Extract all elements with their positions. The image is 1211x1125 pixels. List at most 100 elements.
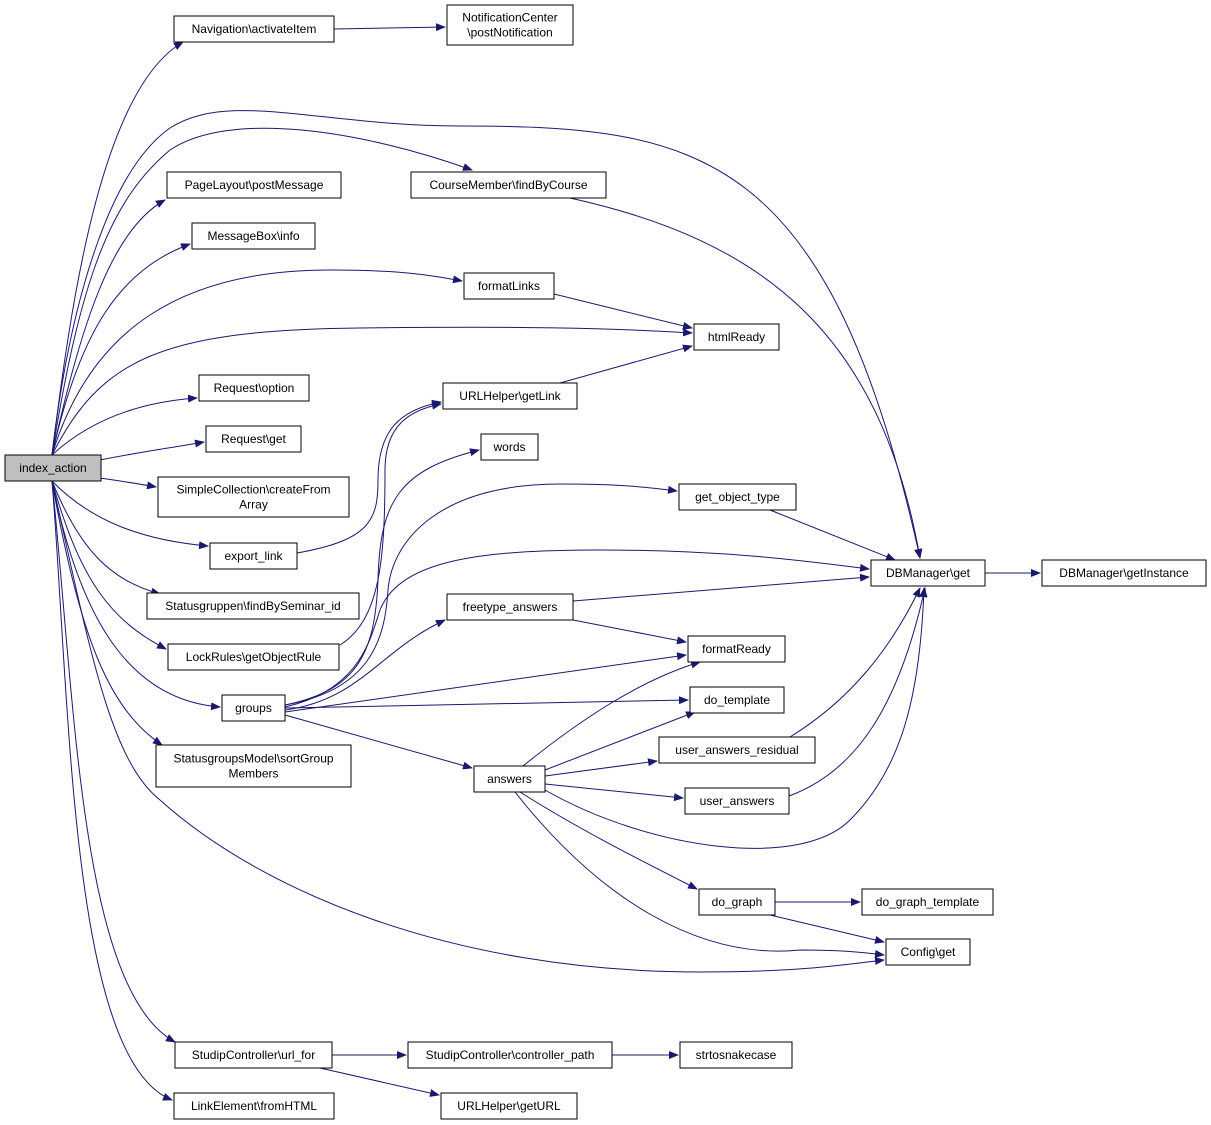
node-urlhelper_geturl[interactable]: URLHelper\getURL [440,1092,578,1120]
node-req_option[interactable]: Request\option [198,374,310,402]
node-groups[interactable]: groups [221,694,286,722]
node-label: Statusgruppen\findBySeminar_id [165,599,340,613]
node-user_ans_res[interactable]: user_answers_residual [658,736,816,764]
edge-answers-to-do_graph [519,791,698,890]
edge-answers-to-user_answers [544,783,684,802]
edge-export_link-to-urlhelper_getlink [296,399,442,554]
node-label: NotificationCenter [462,11,557,25]
node-box [167,643,340,671]
node-label: \postNotification [467,26,552,40]
node-freetype[interactable]: freetype_answers [446,593,574,621]
node-label: export_link [224,549,283,563]
node-dbm_get[interactable]: DBManager\get [870,559,986,587]
node-label: StudipController\controller_path [426,1048,595,1062]
edge-groups-to-answers [284,714,473,770]
node-label: Array [239,498,268,512]
node-box [687,635,786,663]
node-page_post[interactable]: PageLayout\postMessage [166,171,342,199]
edge-index_action-to-format_links [51,269,463,456]
node-get_object_type[interactable]: get_object_type [678,483,797,511]
node-label: LockRules\getObjectRule [186,650,322,664]
node-box [157,476,350,518]
edge-index_action-to-msg_info [51,243,191,456]
edge-index_action-to-simple_coll [99,477,157,490]
node-box [407,1041,613,1069]
node-label: CourseMember\findByCourse [429,178,587,192]
node-index_action[interactable]: index_action [4,454,102,482]
node-link_elem[interactable]: LinkElement\fromHTML [173,1092,335,1120]
node-answers[interactable]: answers [473,765,546,793]
node-label: Request\get [221,432,286,446]
node-box [173,15,335,43]
node-box [410,171,607,199]
node-box [173,1092,335,1120]
node-label: user_answers_residual [675,743,798,757]
node-box [4,454,102,482]
node-label: get_object_type [695,490,780,504]
node-statusgr_find[interactable]: Statusgruppen\findBySeminar_id [146,592,360,620]
node-label: answers [487,772,532,786]
node-user_answers[interactable]: user_answers [684,787,790,815]
node-box [693,323,780,351]
node-req_get[interactable]: Request\get [205,425,302,453]
edge-index_action-to-export_link [51,480,209,550]
node-nav_activate[interactable]: Navigation\activateItem [173,15,335,43]
node-box [658,736,816,764]
edge-index_action-to-html_ready [51,326,693,456]
node-label: Config\get [901,945,956,959]
edge-groups-to-format_ready [284,652,687,713]
node-urlhelper_getlink[interactable]: URLHelper\getLink [442,382,578,410]
edge-urlhelper_getlink-to-html_ready [559,344,693,384]
node-course_find[interactable]: CourseMember\findByCourse [410,171,607,199]
node-studip_url_for[interactable]: StudipController\url_for [174,1041,333,1069]
node-label: Members [228,767,278,781]
edge-answers-to-dbm_get [544,587,928,849]
nodes-layer: index_action Navigation\activateItem Notif… [4,4,1207,1120]
node-notif_post[interactable]: NotificationCenter\postNotification [446,4,574,46]
node-strtosnake[interactable]: strtosnakecase [679,1041,793,1069]
edges-layer [51,23,1041,1101]
node-box [442,382,578,410]
node-do_graph_tpl[interactable]: do_graph_template [861,888,994,916]
node-dbm_instance[interactable]: DBManager\getInstance [1041,559,1207,587]
node-do_template[interactable]: do_template [689,686,785,714]
node-config_get[interactable]: Config\get [885,938,971,966]
node-box [885,938,971,966]
edge-index_action-to-page_post [51,199,166,456]
edge-freetype-to-format_ready [572,619,687,645]
node-export_link[interactable]: export_link [209,542,298,570]
edge-index_action-to-statusgr_find [51,480,161,596]
edge-user_ans_res-to-dbm_get [789,587,921,738]
node-label: do_graph_template [876,895,980,909]
edge-groups-to-dbm_get [284,549,870,708]
node-box [155,744,352,788]
node-do_graph[interactable]: do_graph [698,888,776,916]
node-box [191,222,316,250]
node-box [480,433,539,461]
edge-do_graph-to-config_get [769,914,885,944]
node-format_links[interactable]: formatLinks [463,272,555,300]
node-box [861,888,994,916]
edge-course_find-to-dbm_get [569,197,923,559]
node-label: DBManager\getInstance [1059,566,1189,580]
node-label: strtosnakecase [696,1048,777,1062]
edge-lockrules-to-urlhelper_getlink [339,401,442,646]
node-label: Navigation\activateItem [192,22,317,36]
edge-index_action-to-course_find [51,127,473,456]
node-html_ready[interactable]: htmlReady [693,323,780,351]
edge-index_action-to-studip_url_for [51,480,176,1043]
node-words[interactable]: words [480,433,539,461]
node-label: URLHelper\getLink [459,389,561,403]
node-msg_info[interactable]: MessageBox\info [191,222,316,250]
node-studip_ctrl_path[interactable]: StudipController\controller_path [407,1041,613,1069]
node-label: URLHelper\getURL [457,1099,561,1113]
node-format_ready[interactable]: formatReady [687,635,786,663]
node-label: Request\option [214,381,295,395]
edge-index_action-to-groups [51,480,221,711]
node-box [689,686,785,714]
node-lockrules[interactable]: LockRules\getObjectRule [167,643,340,671]
edge-index_action-to-dbm_get [51,110,922,559]
